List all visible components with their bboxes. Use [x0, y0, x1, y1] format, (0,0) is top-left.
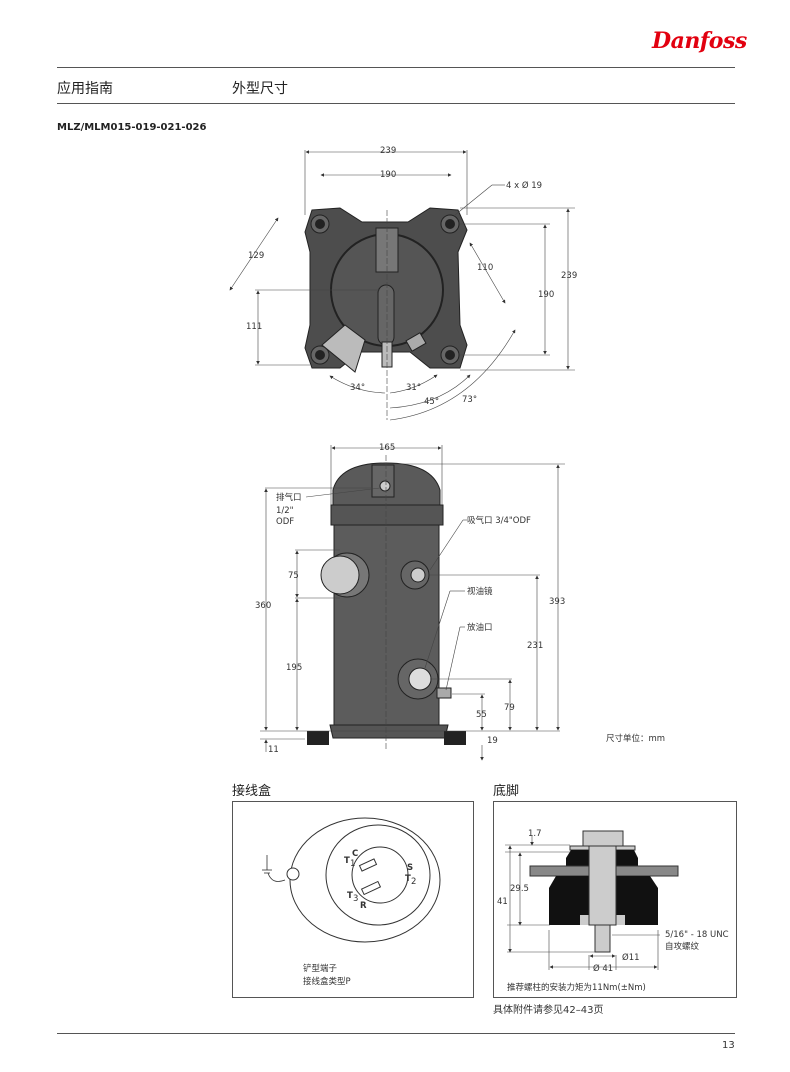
- terminal-r: R: [360, 901, 367, 911]
- terminal-box-heading: 接线盒: [232, 784, 272, 799]
- terminal-t1: T: [344, 856, 350, 866]
- header-divider: [57, 67, 735, 68]
- dim-360: 360: [255, 601, 271, 611]
- dim-79: 79: [504, 703, 515, 713]
- dim-231: 231: [527, 641, 543, 651]
- terminal-t2: T: [405, 874, 411, 884]
- side-view-drawing: 165 排气口 1/2" ODF 吸气口 3/4"ODF 视油镜 放油口 75 …: [255, 443, 665, 761]
- page-title: 外型尺寸: [232, 81, 288, 97]
- feet-frame: [493, 801, 737, 998]
- foot-drawing: 1.7 29.5 41 5/16" - 18 UNC 自攻螺纹 Ø11 Ø 41…: [497, 829, 729, 993]
- torque-note: 推荐螺柱的安装力矩为11Nm(±Nm): [507, 982, 646, 993]
- dim-190-height: 190: [538, 290, 554, 300]
- angle-45: 45°: [424, 397, 439, 407]
- terminal-box-drawing: C T 1 S T 2 T 3 R 铲型端子 接线盒类型P: [262, 817, 441, 987]
- danfoss-logo: Danfoss: [652, 28, 747, 54]
- discharge-size: 1/2": [276, 506, 294, 516]
- dim-11: 11: [268, 745, 279, 755]
- terminal-caption-1: 铲型端子: [303, 963, 338, 974]
- dim-165: 165: [379, 443, 395, 453]
- dim-d11: Ø11: [622, 952, 640, 963]
- dim-29-5: 29.5: [510, 884, 529, 894]
- terminal-t3: T: [347, 891, 353, 901]
- thread-note: 自攻螺纹: [665, 941, 700, 952]
- terminal-box-frame: [232, 801, 474, 998]
- terminal-s: S: [407, 863, 413, 873]
- accessories-note: 具体附件请参见42–43页: [493, 1005, 604, 1016]
- dim-75: 75: [288, 571, 299, 581]
- dim-41-height: 41: [497, 897, 508, 907]
- oil-drain-label: 放油口: [467, 622, 493, 633]
- dim-1-7: 1.7: [528, 829, 542, 839]
- terminal-t2-sub: 2: [411, 877, 416, 887]
- section-label: 应用指南: [57, 81, 113, 97]
- dim-239-width: 239: [380, 146, 396, 156]
- dim-110: 110: [477, 263, 493, 273]
- dim-19: 19: [487, 736, 498, 746]
- dim-111: 111: [246, 322, 262, 332]
- top-view-drawing: 239 190 4 x Ø 19 129 110 190 239 111 34°…: [229, 146, 577, 421]
- terminal-t3-sub: 3: [353, 894, 358, 904]
- discharge-odf: ODF: [276, 517, 294, 527]
- unit-note: 尺寸单位：mm: [606, 733, 665, 744]
- model-heading: MLZ/MLM015-019-021-026: [57, 122, 207, 133]
- angle-34: 34°: [350, 383, 365, 393]
- dim-195: 195: [286, 663, 302, 673]
- thread-spec: 5/16" - 18 UNC: [665, 930, 729, 940]
- discharge-label: 排气口: [276, 492, 302, 503]
- dim-55: 55: [476, 710, 487, 720]
- dim-190-width: 190: [380, 170, 396, 180]
- terminal-t1-sub: 1: [350, 859, 355, 869]
- terminal-c: C: [352, 849, 358, 859]
- dim-d41: Ø 41: [593, 963, 613, 974]
- dim-129: 129: [248, 251, 264, 261]
- page-number: 13: [722, 1040, 735, 1051]
- dim-393: 393: [549, 597, 565, 607]
- sight-glass-label: 视油镜: [467, 586, 493, 597]
- footer-divider: [57, 1033, 735, 1034]
- dim-239-height: 239: [561, 271, 577, 281]
- suction-label: 吸气口 3/4"ODF: [467, 515, 531, 526]
- angle-73: 73°: [462, 395, 477, 405]
- feet-heading: 底脚: [493, 784, 520, 799]
- holes-label: 4 x Ø 19: [506, 180, 542, 191]
- terminal-caption-2: 接线盒类型P: [303, 976, 351, 987]
- title-divider: [57, 103, 735, 104]
- angle-31: 31°: [406, 383, 421, 393]
